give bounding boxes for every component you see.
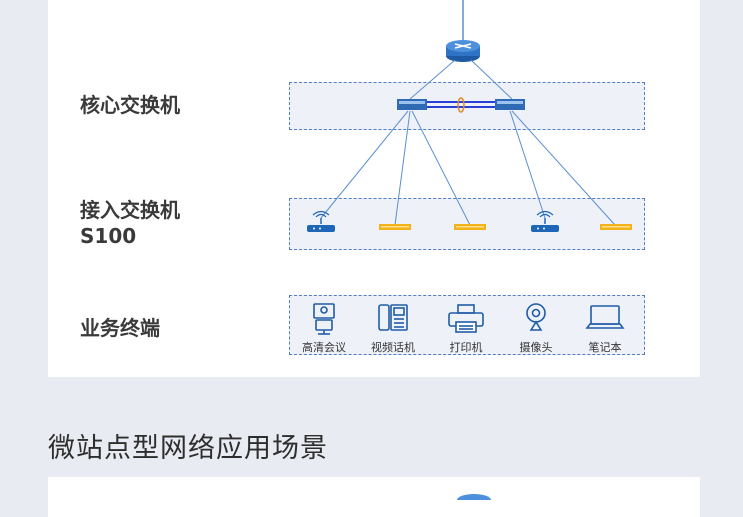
link-core-sw2: [411, 110, 471, 226]
access-switch-label: 接入交换机 S100: [80, 197, 180, 249]
link-core-ap1: [320, 110, 409, 219]
terminal-label-printer: 打印机: [449, 341, 483, 354]
core-switch-right-icon: [495, 99, 525, 110]
terminal-label-video-conference: 高清会议: [302, 341, 346, 354]
router-link-right: [470, 59, 513, 100]
access-switch-2-icon: [454, 224, 486, 230]
terminal-label-webcam: 摄像头: [519, 341, 553, 354]
access-switch-1-icon: [379, 224, 411, 230]
terminal-label: 业务终端: [80, 316, 160, 340]
network-diagram: [307, 0, 632, 335]
core-switch-label: 核心交换机: [80, 93, 180, 117]
access-switch-label-line2: S100: [80, 224, 137, 248]
section-title: 微站点型网络应用场景: [48, 433, 328, 464]
terminal-label-video-phone: 视频话机: [371, 341, 415, 354]
core-switch-left-icon: [397, 99, 427, 110]
access-switch-label-line1: 接入交换机: [80, 198, 180, 222]
link-core-ap2: [509, 110, 546, 219]
wireless-ap-right-icon: [531, 210, 559, 232]
core-switch-zone: [289, 82, 645, 130]
video-conference-icon: [313, 303, 335, 335]
video-phone-icon: [378, 304, 408, 331]
webcam-icon: [526, 303, 546, 331]
wireless-ap-left-icon: [307, 210, 335, 232]
router-link-left: [409, 59, 456, 100]
router-icon: [446, 40, 480, 62]
printer-icon: [448, 304, 484, 333]
stack-link-ring: [457, 97, 465, 113]
link-core-sw1: [394, 110, 411, 226]
link-core-sw3: [511, 110, 616, 226]
terminal-label-laptop: 笔记本: [588, 341, 622, 354]
laptop-icon: [585, 305, 625, 329]
access-switch-3-icon: [600, 224, 632, 230]
